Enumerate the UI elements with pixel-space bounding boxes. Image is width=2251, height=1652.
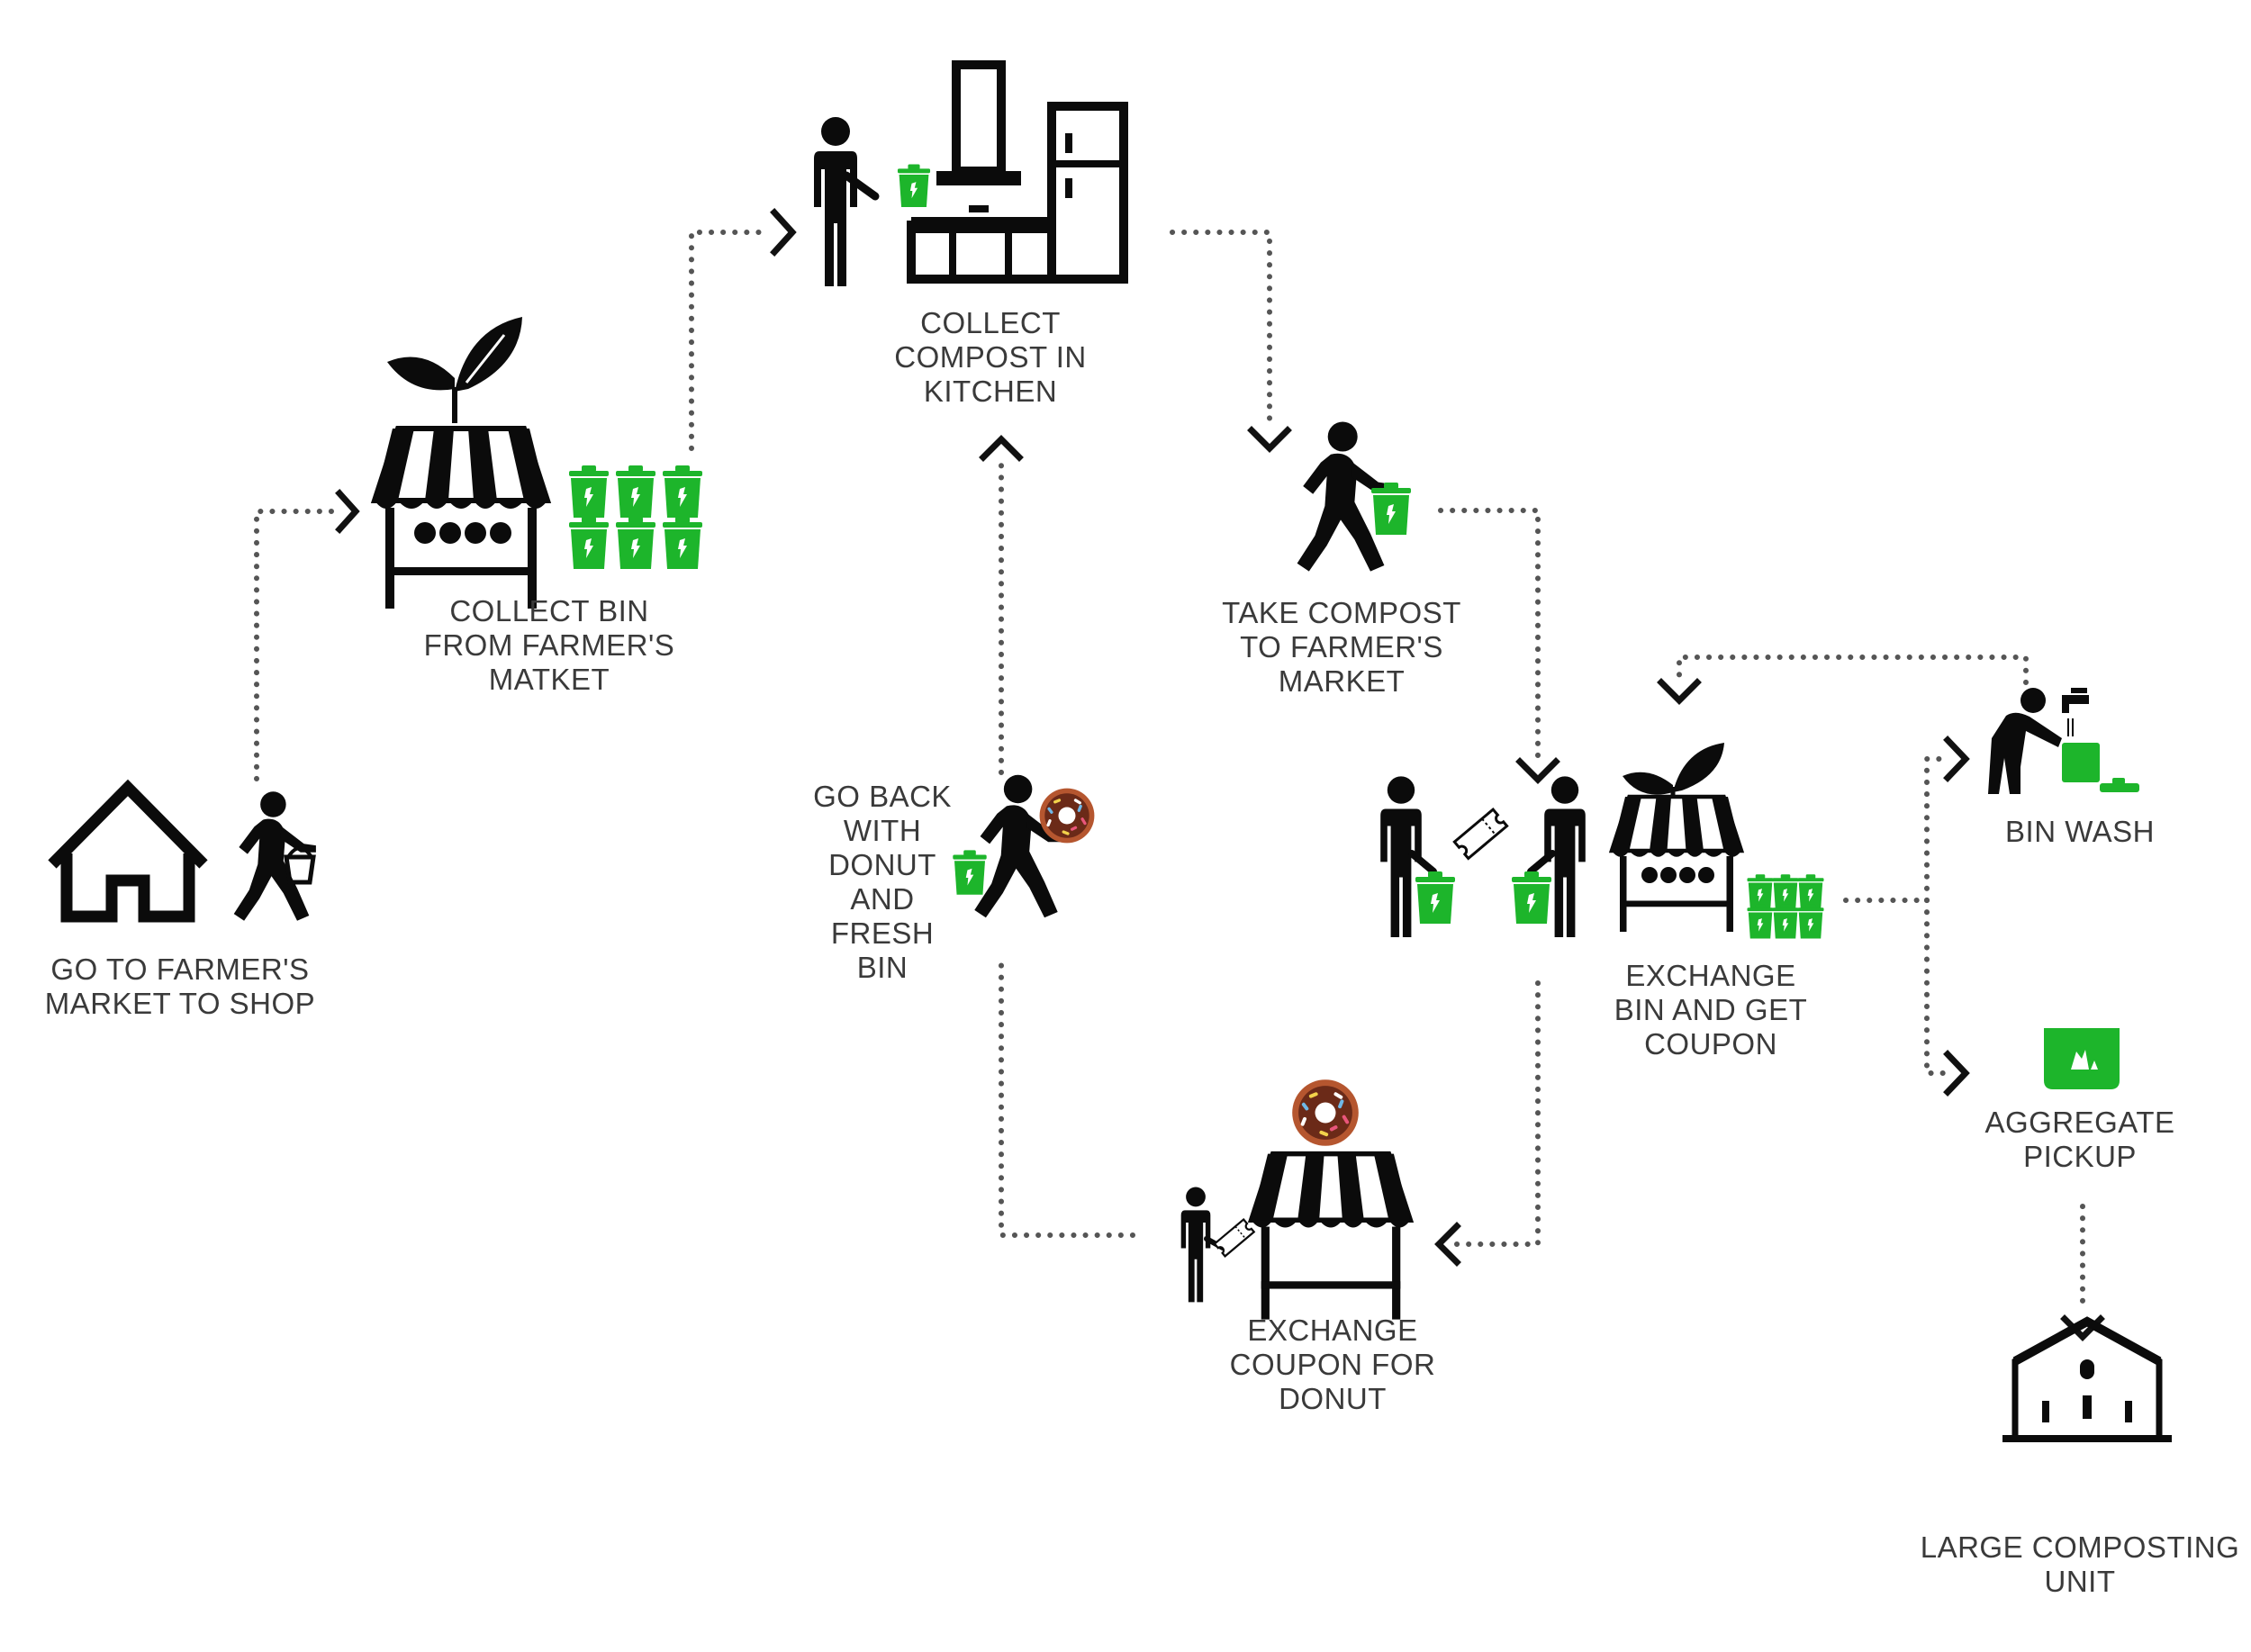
- market-stall-icon: [1612, 797, 1741, 932]
- arrow-right-to-aggregate: [1943, 1050, 1970, 1097]
- flow-arrows: [335, 208, 2105, 1341]
- label-line: MARKET TO SHOP: [44, 987, 316, 1020]
- coupon-icon: [1452, 808, 1509, 860]
- flow-connectors: [254, 230, 2085, 1313]
- connector-collect-bin-to-kitchen: [689, 230, 773, 451]
- arrow-down-to-take-compost: [1247, 426, 1292, 453]
- label-line: EXCHANGE: [1625, 959, 1796, 992]
- label-line: PICKUP: [2023, 1140, 2137, 1173]
- label-line: EXCHANGE: [1247, 1313, 1418, 1347]
- composting-building-icon: [2002, 1316, 2172, 1442]
- label-line: COUPON: [1644, 1027, 1777, 1061]
- donut-icon: [1037, 786, 1097, 845]
- connector-kitchen-to-take-compost: [1170, 230, 1272, 426]
- green-bin-icon: [897, 164, 931, 208]
- green-bin-icon: [2062, 743, 2139, 792]
- green-bins-icon: [569, 465, 702, 569]
- person-washing-icon: [1988, 688, 2062, 794]
- step-exchange-coupon-icons: [1180, 1079, 1411, 1320]
- label-line: AGGREGATE: [1984, 1106, 2175, 1139]
- green-bins-icon: [1747, 874, 1824, 939]
- label-line: DONUT: [1279, 1382, 1387, 1415]
- faucet-icon: [2062, 688, 2089, 736]
- green-bin-icon: [1371, 483, 1411, 535]
- step-label-bin-wash: BIN WASH: [1954, 815, 2206, 849]
- connector-bin-wash-to-exchange: [1677, 654, 2029, 685]
- arrow-down-from-bin-wash: [1657, 678, 1702, 705]
- label-line: WITH: [843, 814, 922, 847]
- label-line: TO FARMER'S: [1240, 630, 1443, 664]
- label-line: TAKE COMPOST: [1222, 596, 1461, 629]
- label-line: MATKET: [488, 663, 610, 696]
- step-aggregate-pickup-icons: [2044, 1028, 2120, 1089]
- arrow-right-to-bin-wash: [1943, 736, 1970, 782]
- label-line: LARGE COMPOSTING: [1920, 1530, 2240, 1564]
- arrow-down-to-exchange-bin: [1515, 757, 1560, 784]
- label-line: FROM FARMER'S: [423, 628, 675, 662]
- label-line: COMPOST IN: [894, 340, 1087, 374]
- kitchen-icon: [907, 60, 1128, 284]
- person-icon: [814, 117, 857, 286]
- green-container-icon: [2044, 1028, 2120, 1089]
- leaf-icon: [387, 317, 522, 423]
- house-icon: [48, 779, 208, 923]
- step-go-to-market-icons: [48, 779, 316, 923]
- step-bin-wash-icons: [1988, 688, 2139, 794]
- connector-split-to-bin-wash: [1924, 756, 1946, 903]
- arrow-right-to-kitchen: [770, 208, 797, 257]
- label-line: BIN WASH: [2005, 815, 2155, 848]
- label-line: MARKET: [1278, 664, 1406, 698]
- connector-exchange-to-coupon: [1453, 980, 1541, 1247]
- step-collect-compost-icons: [814, 60, 1128, 286]
- market-stall-icon: [1252, 1154, 1411, 1320]
- label-line: COUPON FOR: [1229, 1348, 1436, 1381]
- green-bin-icon: [1415, 871, 1455, 924]
- step-collect-bin-icons: [375, 317, 702, 609]
- green-bin-icon: [1512, 871, 1551, 924]
- arrow-left-to-coupon: [1434, 1222, 1461, 1267]
- label-line: FRESH: [830, 916, 935, 950]
- arrow-right-to-collect-bin: [335, 489, 360, 534]
- step-exchange-bin-icons: [1380, 743, 1824, 939]
- label-line: COLLECT: [920, 306, 1061, 339]
- person-with-coupon-icon: [1180, 1187, 1255, 1303]
- arrow-up-to-kitchen: [979, 435, 1024, 462]
- connector-split-to-aggregate: [1924, 898, 1946, 1076]
- label-line: BIN AND GET: [1614, 993, 1808, 1026]
- label-line: BIN: [856, 951, 909, 984]
- step-take-compost-icons: [1297, 421, 1411, 572]
- market-stall-icon: [375, 429, 547, 609]
- connector-coupon-to-go-back: [999, 956, 1135, 1238]
- label-line: UNIT: [2044, 1565, 2116, 1598]
- two-people-icon: [1380, 776, 1586, 937]
- connector-home-to-collect-bin: [254, 509, 336, 781]
- step-large-composting-icons: [2002, 1316, 2172, 1442]
- label-line: GO TO FARMER'S: [50, 952, 310, 986]
- label-line: COLLECT BIN: [449, 594, 649, 627]
- label-line: GO BACK: [813, 780, 952, 813]
- walking-person-with-basket-icon: [233, 791, 316, 921]
- label-line: DONUT: [828, 848, 936, 881]
- step-go-back-icons: [953, 774, 1097, 918]
- label-line: KITCHEN: [923, 375, 1058, 408]
- donut-icon: [1292, 1079, 1359, 1146]
- label-line: AND: [850, 882, 915, 916]
